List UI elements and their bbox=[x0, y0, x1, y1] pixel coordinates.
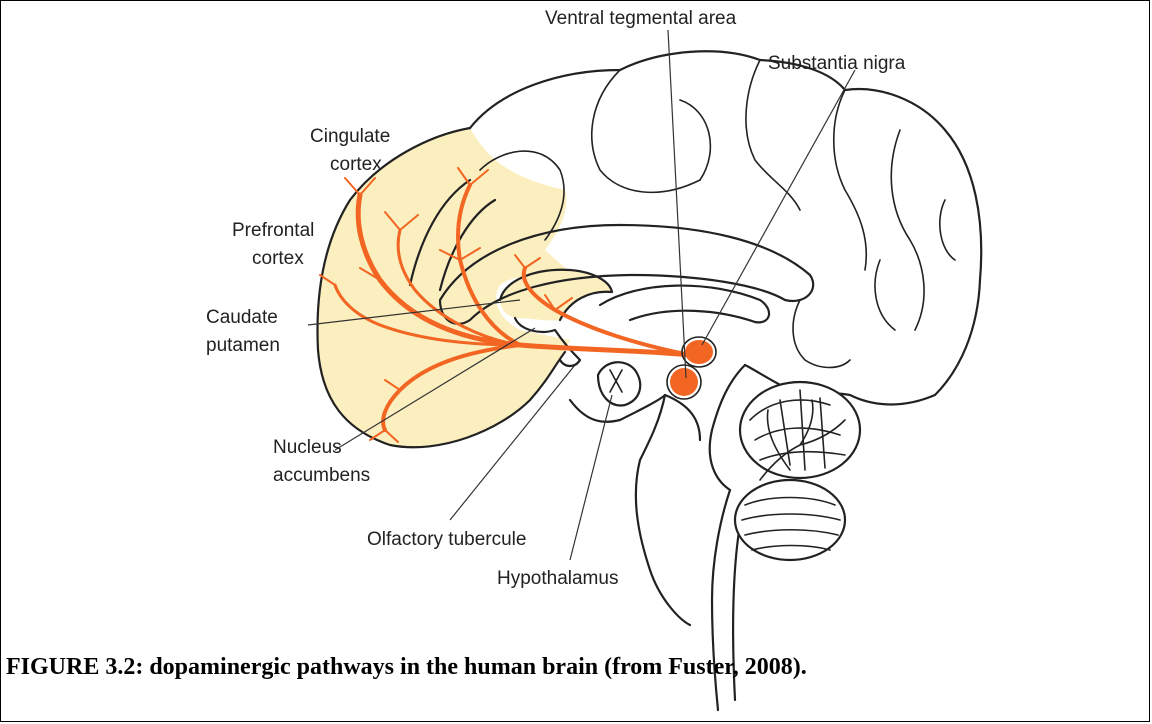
figure-caption: FIGURE 3.2: dopaminergic pathways in the… bbox=[6, 654, 807, 681]
label-cingulate-cortex: cortex bbox=[330, 154, 382, 175]
label-prefrontal-cortex: cortex bbox=[252, 248, 304, 269]
fornix bbox=[600, 286, 769, 323]
label-caudate: Caudate bbox=[206, 307, 278, 328]
sulcus-9 bbox=[875, 260, 895, 330]
label-hypothalamus: Hypothalamus bbox=[497, 568, 618, 589]
lower-cerebellum bbox=[735, 480, 845, 560]
label-cingulate: Cingulate bbox=[310, 126, 390, 147]
sulcus-3 bbox=[680, 100, 710, 180]
sulcus-7 bbox=[940, 200, 955, 260]
leader-vta bbox=[668, 30, 686, 378]
optic-chiasm bbox=[610, 370, 622, 392]
leader-substantia-nigra bbox=[702, 70, 855, 345]
sulcus-5 bbox=[834, 90, 867, 270]
label-putamen: putamen bbox=[206, 335, 280, 356]
label-accumbens: accumbens bbox=[273, 465, 370, 486]
sulcus-4 bbox=[746, 60, 800, 210]
sulcus-6 bbox=[891, 130, 924, 330]
sulcus-2 bbox=[592, 70, 700, 192]
sulcus-8 bbox=[793, 300, 850, 368]
label-ventral-tegmental-area: Ventral tegmental area bbox=[545, 8, 737, 29]
hypothalamus-outline bbox=[598, 362, 640, 405]
brainstem-outline bbox=[570, 395, 690, 625]
pons-outline bbox=[665, 395, 700, 440]
label-substantia-nigra: Substantia nigra bbox=[768, 53, 906, 74]
label-prefrontal: Prefrontal bbox=[232, 220, 314, 241]
label-nucleus: Nucleus bbox=[273, 437, 342, 458]
label-olfactory-tubercule: Olfactory tubercule bbox=[367, 529, 526, 550]
leader-hypothalamus bbox=[570, 395, 612, 560]
